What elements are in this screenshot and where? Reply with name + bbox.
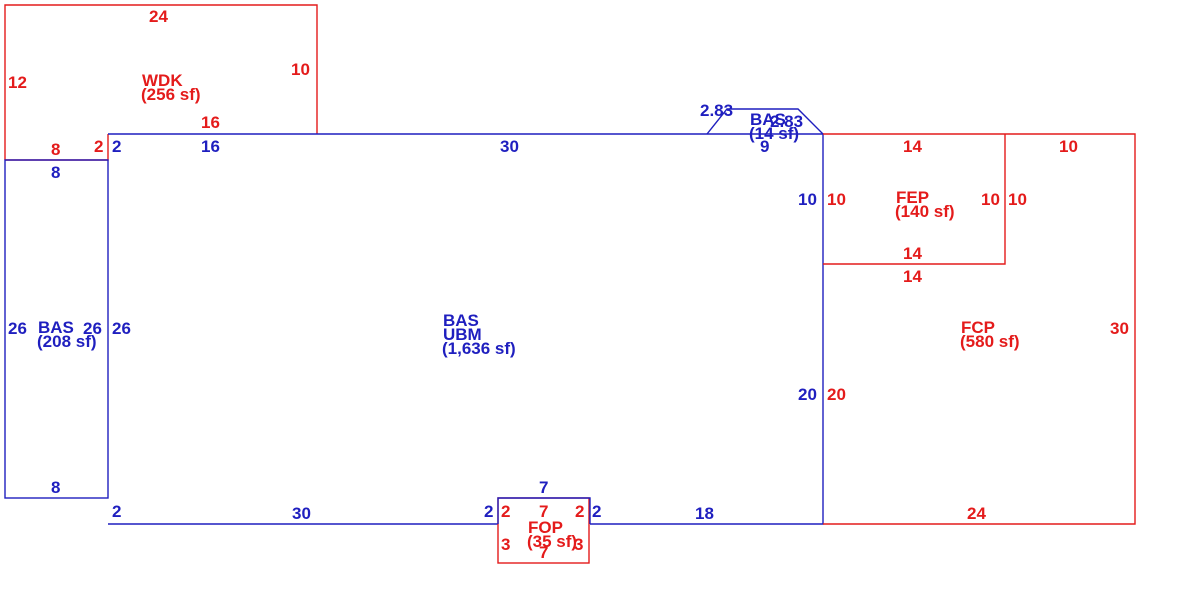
bas-main-area-label: (1,636 sf) <box>442 339 516 358</box>
dim-main-top-2: 2 <box>112 137 121 156</box>
dim-fcp-left-20: 20 <box>827 385 846 404</box>
bas-left-outline <box>4 159 109 499</box>
dim-basl-top: 8 <box>51 163 60 182</box>
dim-fcp-bottom: 24 <box>967 504 986 523</box>
dim-wdk-top: 24 <box>149 7 168 26</box>
fep-outline <box>823 134 1006 265</box>
dim-fop-left-3: 3 <box>501 535 510 554</box>
dim-main-right-20: 20 <box>798 385 817 404</box>
bas-bay-outline <box>706 108 824 135</box>
dim-fcp-left-10: 10 <box>1008 190 1027 209</box>
dim-main-bottom-2: 2 <box>112 502 121 521</box>
dim-basl-right: 26 <box>83 319 102 338</box>
dim-main-top-16: 16 <box>201 137 220 156</box>
dim-bay-side: 9 <box>760 137 769 156</box>
dim-wdk-left: 12 <box>8 73 27 92</box>
fcp-area-label: (580 sf) <box>960 332 1020 351</box>
wdk-code-label: WDK <box>142 71 183 90</box>
bas-left-area-label: (208 sf) <box>37 332 97 351</box>
dim-fcp-top-10: 10 <box>1059 137 1078 156</box>
dim-bay-diag-left: 2.83 <box>700 101 733 120</box>
dim-fop-bottom: 7 <box>539 543 548 562</box>
dim-fep-top: 14 <box>903 137 922 156</box>
dim-fop-top: 7 <box>539 478 548 497</box>
bas-main-code2-label: UBM <box>443 325 482 344</box>
bas-main-code-label: BAS <box>443 311 479 330</box>
dim-basl-left: 26 <box>8 319 27 338</box>
wdk-area-label: (256 sf) <box>141 85 201 104</box>
dim-fop-left-red: 2 <box>501 502 510 521</box>
dim-fcp-right: 30 <box>1110 319 1129 338</box>
bas-bay-code-label: BAS <box>750 110 786 129</box>
fop-top-line <box>497 497 591 524</box>
dim-fop-right-red: 2 <box>575 502 584 521</box>
dim-fep-bottom: 14 <box>903 244 922 263</box>
bas-left-code-label: BAS <box>38 318 74 337</box>
fep-code-label: FEP <box>896 188 929 207</box>
dim-wdk-bottom: 16 <box>201 113 220 132</box>
dim-main-bottom-30: 30 <box>292 504 311 523</box>
bas-bay-area-label: (14 sf) <box>749 124 799 143</box>
dim-fop-top-red: 7 <box>539 502 548 521</box>
dim-main-right-10: 10 <box>798 190 817 209</box>
dim-fcp-top-14: 14 <box>903 267 922 286</box>
dim-bay-diag-right: 2.83 <box>770 112 803 131</box>
dim-fop-right-3: 3 <box>574 535 583 554</box>
dim-fop-right-blue: 2 <box>592 502 601 521</box>
dim-fep-left: 10 <box>827 190 846 209</box>
dim-main-left: 26 <box>112 319 131 338</box>
dim-wdk-step-2: 2 <box>94 137 103 156</box>
dim-main-top-30: 30 <box>500 137 519 156</box>
dim-wdk-right: 10 <box>291 60 310 79</box>
fop-area-label: (35 sf) <box>527 532 577 551</box>
fcp-outline <box>823 133 1136 525</box>
fcp-code-label: FCP <box>961 318 995 337</box>
fep-area-label: (140 sf) <box>895 202 955 221</box>
bas-main-outline <box>108 133 824 525</box>
dim-basl-bottom: 8 <box>51 478 60 497</box>
dim-fep-right: 10 <box>981 190 1000 209</box>
dim-fop-left-blue: 2 <box>484 502 493 521</box>
fop-code-label: FOP <box>528 518 563 537</box>
dim-wdk-step-8: 8 <box>51 140 60 159</box>
dim-main-bottom-18: 18 <box>695 504 714 523</box>
